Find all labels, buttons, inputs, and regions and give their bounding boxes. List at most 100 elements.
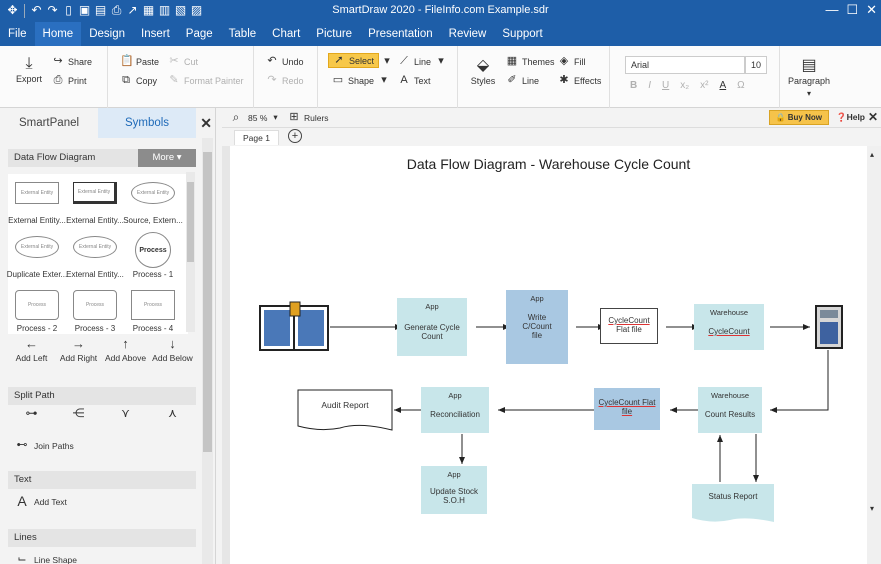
symbol-item[interactable]: External Entity External Entity... bbox=[66, 178, 124, 230]
superscript-icon[interactable]: x² bbox=[700, 80, 709, 91]
page-tab-1[interactable]: Page 1 bbox=[234, 130, 279, 145]
cut-button[interactable]: ✂Cut bbox=[168, 56, 198, 67]
select-button[interactable]: ➚Select bbox=[328, 53, 380, 68]
scrollbar-thumb[interactable] bbox=[187, 182, 194, 262]
status-report-shape[interactable] bbox=[692, 484, 774, 522]
buy-now-button[interactable]: 🔒 Buy Now bbox=[768, 110, 829, 125]
menu-home[interactable]: Home bbox=[34, 22, 82, 46]
close-panel-icon[interactable]: ✕ bbox=[200, 115, 212, 131]
split-down-icon[interactable]: ⋎ bbox=[121, 406, 130, 420]
split-right-icon[interactable]: ⋲ bbox=[72, 406, 85, 420]
add-page-icon[interactable]: + bbox=[288, 129, 302, 143]
diagram-page[interactable]: Data Flow Diagram - Warehouse Cycle Coun… bbox=[230, 146, 867, 564]
menu-support[interactable]: Support bbox=[502, 28, 543, 40]
process-update-stock[interactable]: App Update Stock S.O.H bbox=[421, 466, 487, 514]
tab-smartpanel[interactable]: SmartPanel bbox=[0, 108, 98, 138]
symbol-scrollbar[interactable] bbox=[186, 172, 195, 332]
menu-review[interactable]: Review bbox=[448, 28, 487, 40]
symbol-item[interactable]: External Entity External Entity... bbox=[66, 232, 124, 284]
symbol-item[interactable]: External Entity External Entity... bbox=[8, 178, 66, 230]
add-above-button[interactable]: ↑Add Above bbox=[102, 336, 149, 376]
save-as-icon[interactable]: ▤ bbox=[94, 3, 107, 17]
app-logo-icon[interactable]: ✥ bbox=[7, 3, 18, 17]
panel-scrollbar[interactable] bbox=[202, 138, 213, 564]
redo-quick-icon[interactable]: ↷ bbox=[47, 3, 58, 17]
symbol-item[interactable]: Process Process - 4 bbox=[124, 286, 182, 338]
line-shape-button[interactable]: ⌙Line Shape bbox=[16, 554, 77, 564]
shape-tool-button[interactable]: ▭Shape▾ bbox=[332, 75, 390, 86]
audit-report-shape[interactable] bbox=[297, 389, 393, 431]
data-store-cyclecount-flat-file-2[interactable]: CycleCount Flat file bbox=[594, 388, 660, 430]
menu-presentation[interactable]: Presentation bbox=[368, 28, 433, 40]
split-left-icon[interactable]: ⊶ bbox=[25, 406, 38, 420]
select-dropdown[interactable]: ▾ bbox=[381, 56, 393, 67]
menu-design[interactable]: Design bbox=[89, 28, 126, 40]
font-family-select[interactable]: Arial bbox=[625, 56, 745, 74]
menu-chart[interactable]: Chart bbox=[272, 28, 301, 40]
entity-warehouse-count-results[interactable]: Warehouse Count Results bbox=[698, 387, 762, 433]
diagram-title[interactable]: Data Flow Diagram - Warehouse Cycle Coun… bbox=[406, 156, 691, 172]
share-quick-icon[interactable]: ↗ bbox=[127, 3, 138, 17]
tab-symbols[interactable]: Symbols bbox=[98, 108, 196, 138]
menu-page[interactable]: Page bbox=[185, 28, 213, 40]
calculator-image[interactable] bbox=[815, 305, 843, 349]
menu-table[interactable]: Table bbox=[228, 28, 257, 40]
menu-picture[interactable]: Picture bbox=[316, 28, 353, 40]
print-button[interactable]: ⎙Print bbox=[52, 75, 87, 86]
scroll-up-icon[interactable]: ▴ bbox=[870, 150, 875, 159]
join-paths-button[interactable]: ⊷Join Paths bbox=[16, 440, 74, 451]
menu-insert[interactable]: Insert bbox=[141, 28, 170, 40]
bold-icon[interactable]: B bbox=[630, 80, 638, 91]
line-tool-button[interactable]: ⟋Line▾ bbox=[398, 56, 447, 67]
themes-button[interactable]: ▦Themes bbox=[506, 56, 555, 67]
help-button[interactable]: ❓Help bbox=[836, 112, 865, 123]
redo-button[interactable]: ↷Redo bbox=[266, 75, 303, 86]
process-write-file[interactable]: App Write C/Count file bbox=[506, 290, 568, 364]
close-window-icon[interactable]: ✕ bbox=[866, 2, 877, 17]
underline-icon[interactable]: U bbox=[662, 80, 670, 91]
export-pdf-icon[interactable]: ▥ bbox=[158, 3, 171, 17]
symbol-icon[interactable]: Ω bbox=[737, 80, 745, 91]
export-word-icon[interactable]: ▧ bbox=[174, 3, 187, 17]
data-store-cyclecount-flat-file[interactable]: CycleCount Flat file bbox=[600, 308, 658, 344]
italic-icon[interactable]: I bbox=[648, 80, 652, 91]
books-image[interactable] bbox=[259, 301, 329, 351]
rulers-toggle[interactable]: ⊞ Rulers bbox=[288, 112, 328, 123]
symbol-item[interactable]: External Entity Duplicate Exter... bbox=[7, 232, 67, 284]
process-generate-cycle-count[interactable]: App Generate Cycle Count bbox=[397, 298, 467, 356]
effects-button[interactable]: ✱Effects bbox=[558, 75, 601, 86]
export-image-icon[interactable]: ▦ bbox=[142, 3, 155, 17]
add-right-button[interactable]: →Add Right bbox=[55, 336, 102, 376]
fill-button[interactable]: ◈Fill bbox=[558, 56, 586, 67]
paste-button[interactable]: 📋Paste bbox=[120, 56, 159, 67]
font-color-icon[interactable]: A bbox=[719, 80, 727, 91]
minimize-icon[interactable]: — bbox=[825, 2, 839, 17]
line-style-button[interactable]: ✐Line bbox=[506, 75, 539, 86]
process-reconciliation[interactable]: App Reconciliation bbox=[421, 387, 489, 433]
add-left-button[interactable]: ←Add Left bbox=[8, 336, 55, 376]
add-below-button[interactable]: ↓Add Below bbox=[149, 336, 196, 376]
format-painter-button[interactable]: ✎Format Painter bbox=[168, 75, 243, 86]
export-visio-icon[interactable]: ▨ bbox=[190, 3, 203, 17]
styles-button[interactable]: ⬙ Styles bbox=[468, 58, 498, 87]
canvas-area[interactable]: Data Flow Diagram - Warehouse Cycle Coun… bbox=[222, 146, 867, 564]
symbol-item[interactable]: External Entity Source, Extern... bbox=[123, 178, 183, 230]
save-icon[interactable]: ▣ bbox=[78, 3, 91, 17]
symbol-item[interactable]: Process Process - 3 bbox=[66, 286, 124, 338]
subscript-icon[interactable]: x₂ bbox=[680, 80, 690, 91]
more-button[interactable]: More ▾ bbox=[138, 149, 196, 167]
menu-file[interactable]: File bbox=[8, 28, 27, 40]
split-up-icon[interactable]: ⋏ bbox=[168, 406, 177, 420]
undo-button[interactable]: ↶Undo bbox=[266, 56, 303, 67]
undo-quick-icon[interactable]: ↶ bbox=[31, 3, 42, 17]
maximize-icon[interactable]: ☐ bbox=[846, 2, 859, 17]
paragraph-button[interactable]: ▤ Paragraph ▾ bbox=[788, 58, 830, 104]
font-size-select[interactable]: 10 bbox=[745, 56, 767, 74]
scrollbar-thumb[interactable] bbox=[203, 152, 212, 452]
export-button[interactable]: ⤓ Export bbox=[12, 56, 46, 85]
close-canvas-icon[interactable]: ✕ bbox=[867, 110, 878, 124]
entity-warehouse-cyclecount[interactable]: Warehouse CycleCount bbox=[694, 304, 764, 350]
new-file-icon[interactable]: ▯ bbox=[65, 3, 72, 17]
